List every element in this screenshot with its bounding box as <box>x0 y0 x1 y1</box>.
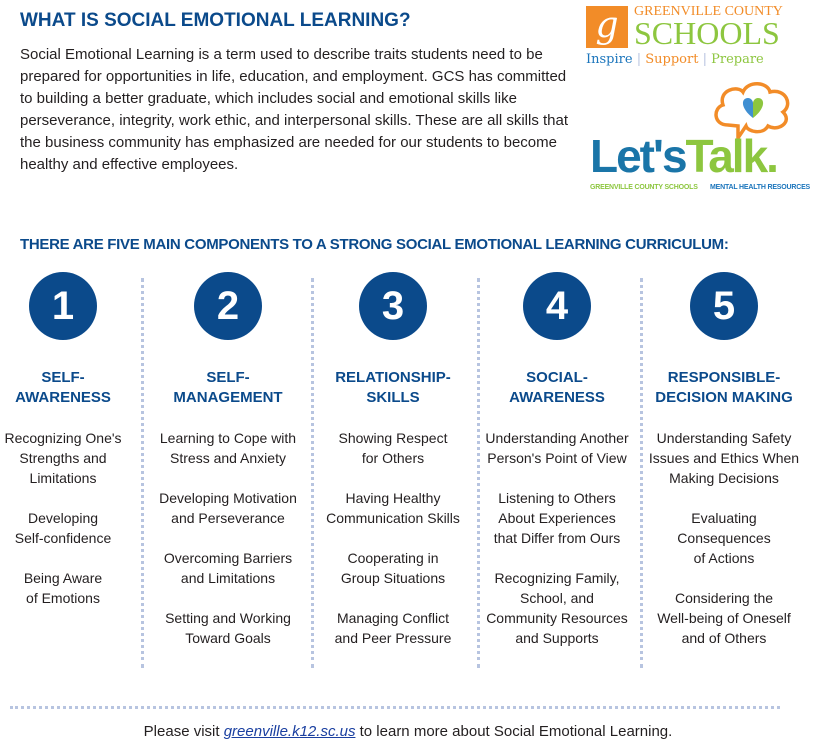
list-item: Showing Respect for Others <box>338 430 448 466</box>
component-heading: SELF- MANAGEMENT <box>173 369 283 406</box>
section-heading: THERE ARE FIVE MAIN COMPONENTS TO A STRO… <box>20 236 729 253</box>
intro-paragraph: Social Emotional Learning is a term used… <box>20 46 569 173</box>
logo-text: SCHOOLS <box>634 15 780 51</box>
list-item: Having Healthy Communication Skills <box>326 490 460 526</box>
list-item: Evaluating Consequences of Actions <box>677 510 771 566</box>
website-link[interactable]: greenville.k12.sc.us <box>223 723 356 740</box>
logo-tagline: Inspire | Support | Prepare <box>586 52 764 67</box>
list-item: Being Aware of Emotions <box>23 570 103 606</box>
number-badge: 1 <box>29 272 97 340</box>
number-badge: 5 <box>690 272 758 340</box>
list-item: Setting and Working Toward Goals <box>165 610 291 646</box>
list-item: Understanding Another Person's Point of … <box>485 430 629 466</box>
divider <box>141 278 144 668</box>
footer-text: to learn more about Social Emotional Lea… <box>355 723 673 740</box>
list-item: Overcoming Barriers and Limitations <box>163 550 293 586</box>
lets-talk-logo: Let'sTalk. GREENVILLE COUNTY SCHOOLS MEN… <box>590 80 810 195</box>
list-item: Recognizing Family, School, and Communit… <box>486 570 628 646</box>
component-heading: SELF- AWARENESS <box>15 369 111 406</box>
greenville-county-schools-logo: g GREENVILLE COUNTY SCHOOLS Inspire | Su… <box>586 4 808 70</box>
component-heading: SOCIAL- AWARENESS <box>509 369 605 406</box>
list-item: Listening to Others About Experiences th… <box>493 490 621 546</box>
component-heading: RESPONSIBLE- DECISION MAKING <box>655 369 793 406</box>
list-item: Developing Motivation and Perseverance <box>159 490 297 526</box>
component-heading: RELATIONSHIP- SKILLS <box>335 369 451 406</box>
footer-text: Please visit <box>143 723 224 740</box>
logo-text: GREENVILLE COUNTY SCHOOLS <box>590 184 698 191</box>
list-item: Developing Self-confidence <box>14 510 112 546</box>
gcs-g-icon: g <box>586 6 628 48</box>
page-title: WHAT IS SOCIAL EMOTIONAL LEARNING? <box>20 10 411 31</box>
list-item: Managing Conflict and Peer Pressure <box>334 610 452 646</box>
list-item: Learning to Cope with Stress and Anxiety <box>159 430 297 466</box>
divider <box>640 278 643 668</box>
logo-text: GREENVILLE COUNTY <box>634 4 783 19</box>
logo-text: MENTAL HEALTH RESOURCES <box>710 184 811 191</box>
footer: Please visit greenville.k12.sc.us to lea… <box>0 723 816 740</box>
list-item: Recognizing One's Strengths and Limitati… <box>4 430 122 486</box>
thought-bubble-heart-icon <box>714 82 790 144</box>
list-item: Cooperating in Group Situations <box>340 550 446 586</box>
list-item: Understanding Safety Issues and Ethics W… <box>648 430 800 486</box>
lets-talk-wordmark: Let'sTalk. <box>590 130 779 182</box>
number-badge: 3 <box>359 272 427 340</box>
divider <box>311 278 314 668</box>
divider <box>10 706 780 709</box>
number-badge: 4 <box>523 272 591 340</box>
list-item: Considering the Well-being of Oneself an… <box>657 590 791 646</box>
divider <box>477 278 480 668</box>
number-badge: 2 <box>194 272 262 340</box>
